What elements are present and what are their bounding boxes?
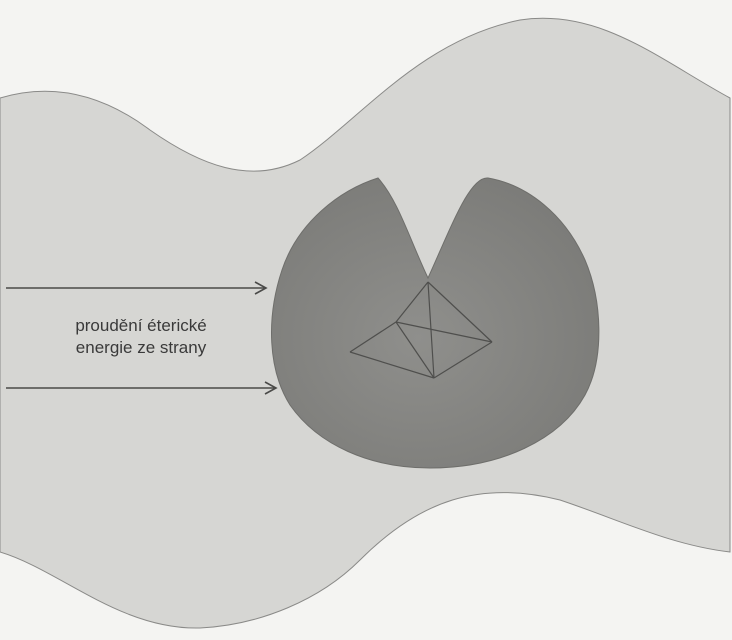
flow-caption: proudění éterické energie ze strany: [26, 315, 256, 359]
caption-line-2: energie ze strany: [26, 337, 256, 359]
caption-line-1: proudění éterické: [26, 315, 256, 337]
